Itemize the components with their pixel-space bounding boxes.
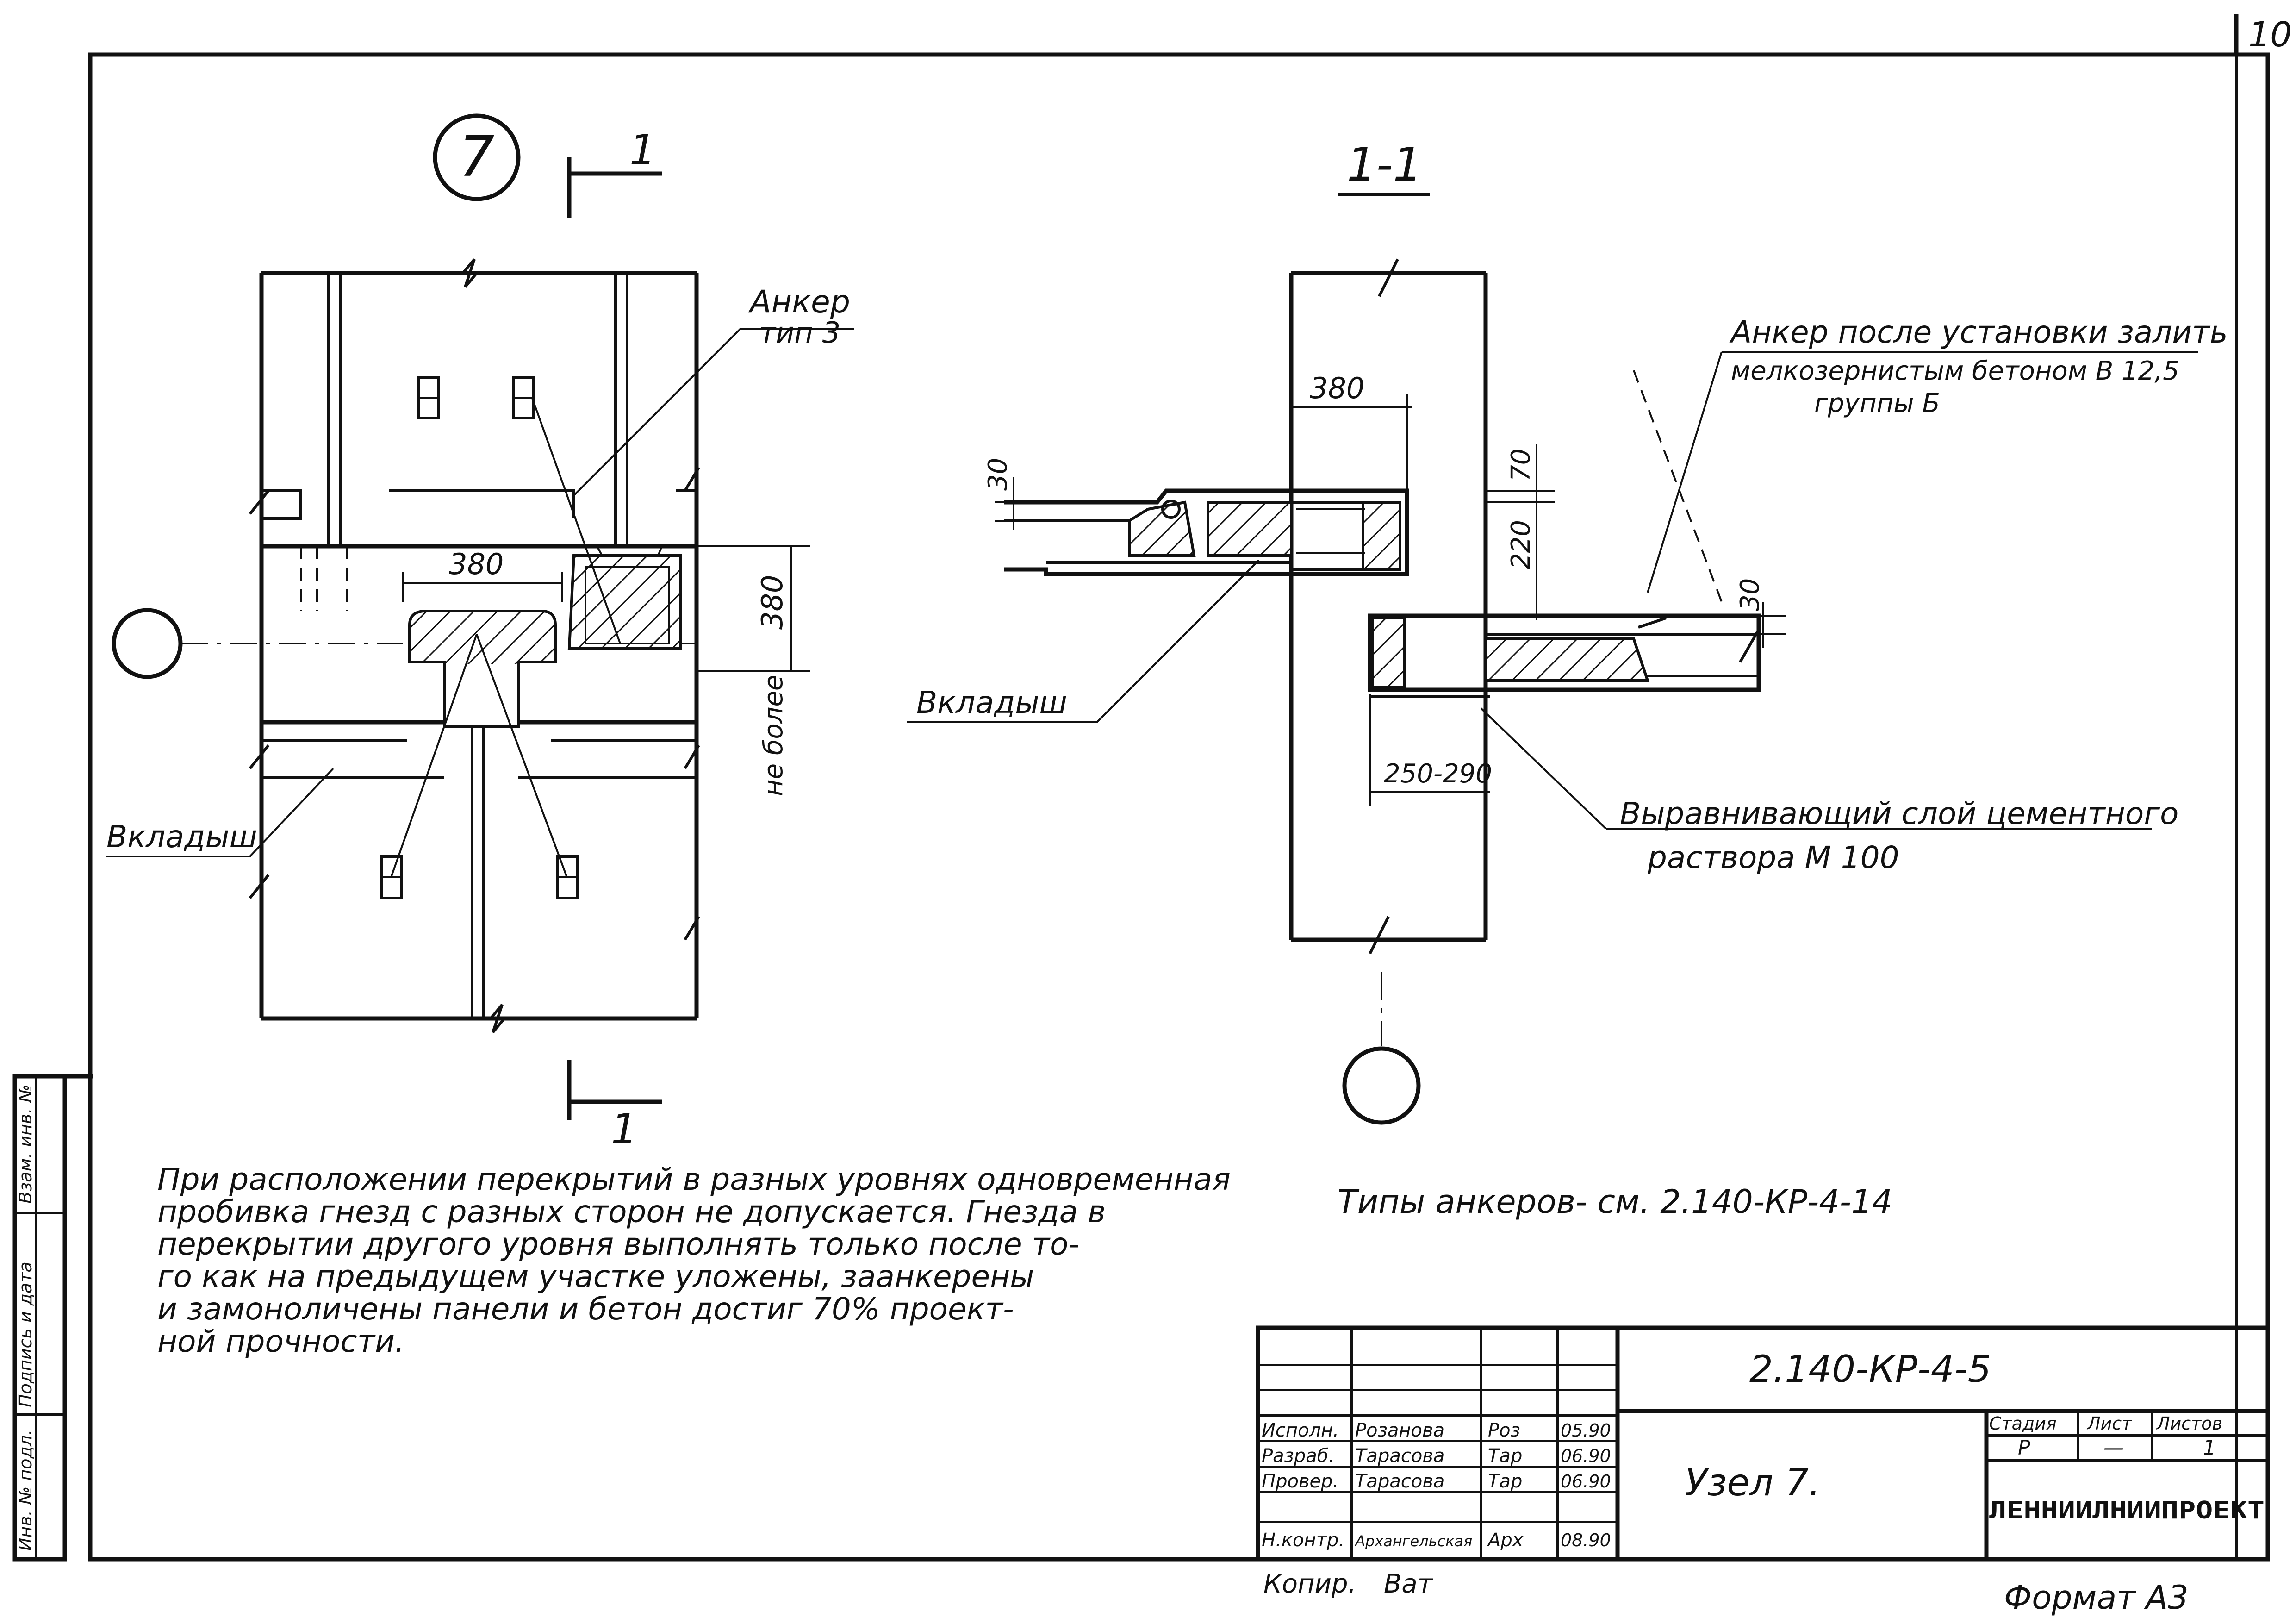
note-line-6: ной прочности. [157, 1324, 404, 1359]
dim-380-horizontal: 380 [402, 547, 563, 602]
sheet-frame: 10 [88, 14, 2292, 1562]
anchor-note-3: группы Б [1814, 388, 1940, 418]
row-2-name: Тарасова [1355, 1471, 1444, 1492]
doc-code: 2.140-КР-4-5 [1749, 1348, 1991, 1391]
stamp-sign-date: Подпись и дата [15, 1262, 36, 1407]
row-2-role: Провер. [1262, 1471, 1338, 1492]
svg-text:70: 70 [1506, 449, 1536, 481]
row-3-role: Н.контр. [1262, 1530, 1344, 1551]
svg-text:380: 380 [449, 547, 504, 581]
anchor-label: Анкер [748, 284, 850, 320]
anchor-note-2: мелкозернистым бетоном В 12,5 [1731, 356, 2179, 386]
note-line-5: и замоноличены панели и бетон достиг 70%… [157, 1291, 1014, 1327]
row-3-sign: Арх [1487, 1530, 1524, 1551]
sheet-header: Лист [2086, 1413, 2133, 1434]
dim-380-vertical: 380 не более [697, 545, 810, 796]
row-1-role: Разраб. [1262, 1445, 1334, 1467]
row-0-date: 05.90 [1561, 1420, 1611, 1441]
sheet-value: — [2103, 1436, 2124, 1460]
general-notes: При расположении перекрытий в разных уро… [157, 1162, 1892, 1359]
stage-value: Р [2018, 1436, 2030, 1460]
insert-label-plan: Вкладыш [106, 819, 257, 855]
svg-text:1: 1 [629, 126, 656, 175]
row-1-name: Тарасова [1355, 1445, 1444, 1467]
copied-sign: Ват [1384, 1569, 1433, 1599]
sheet-format: Формат А3 [2004, 1579, 2189, 1617]
node-mark: 7 [459, 125, 494, 189]
sheets-header: Листов [2156, 1413, 2222, 1434]
dim-70-220: 70 220 [1486, 444, 1555, 620]
row-0-name: Розанова [1355, 1420, 1444, 1441]
stamp-inv-orig: Инв. № подл. [15, 1430, 36, 1551]
section-view: 1-1 Выравнивающий слой цеме [907, 137, 2228, 1125]
axis-circle-plan [112, 608, 183, 679]
svg-text:220: 220 [1506, 520, 1536, 569]
dim-30-right: 30 [1735, 578, 1786, 648]
row-3-name: Архангельская [1354, 1532, 1472, 1550]
plan-view: 7 1 1 [106, 113, 854, 1154]
sheet-number: 10 [2248, 15, 2292, 55]
leveling-layer-label-2: раствора М 100 [1647, 840, 1899, 875]
side-stamp: Взам. инв. № Подпись и дата Инв. № подл. [12, 1074, 93, 1562]
dim-250-290: 250-290 [1369, 694, 1492, 806]
svg-text:250-290: 250-290 [1384, 759, 1492, 789]
note-line-3: перекрытии другого уровня выполнять толь… [157, 1226, 1079, 1262]
row-0-sign: Роз [1488, 1420, 1520, 1441]
note-line-1: При расположении перекрытий в разных уро… [157, 1162, 1231, 1197]
svg-text:380: 380 [755, 575, 789, 630]
row-1-sign: Тар [1488, 1445, 1522, 1467]
insert-label-section: Вкладыш [916, 685, 1067, 720]
row-2-sign: Тар [1488, 1471, 1522, 1492]
anchor-type-label: тип 3 [759, 316, 840, 350]
dim-380-section: 380 [1290, 371, 1412, 491]
title-block: Исполн. Розанова Роз 05.90 Разраб. Тарас… [1256, 1325, 2270, 1562]
dim-not-more: не более [759, 675, 789, 796]
copied-label: Копир. [1263, 1569, 1356, 1599]
row-3-date: 08.90 [1561, 1530, 1611, 1550]
dim-30-left: 30 [983, 458, 1046, 530]
anchor-types-ref: Типы анкеров- см. 2.140-КР-4-14 [1338, 1183, 1892, 1221]
stage-header: Стадия [1989, 1413, 2057, 1434]
anchor-note-1: Анкер после установки залить [1729, 314, 2228, 350]
svg-text:30: 30 [1735, 578, 1765, 611]
cut-mark-top: 1 [567, 126, 662, 218]
organization: ЛЕННИИЛНИИПРОЕКТ [1989, 1497, 2265, 1524]
section-title: 1-1 [1347, 137, 1422, 192]
anchor-leader [573, 328, 741, 496]
row-0-role: Исполн. [1262, 1420, 1339, 1441]
row-2-date: 06.90 [1561, 1471, 1611, 1492]
note-line-4: го как на предыдущем участке уложены, за… [157, 1259, 1034, 1294]
svg-text:30: 30 [983, 458, 1013, 491]
note-line-2: пробивка гнезд с разных сторон не допуск… [157, 1194, 1106, 1230]
leveling-layer-label-1: Выравнивающий слой цементного [1620, 796, 2178, 831]
row-1-date: 06.90 [1561, 1446, 1611, 1466]
cut-mark-bottom: 1 [567, 1060, 662, 1154]
drawing-title: Узел 7. [1685, 1461, 1820, 1504]
stamp-exchange-inv: Взам. инв. № [15, 1084, 36, 1204]
axis-circle-section [1342, 1046, 1421, 1125]
node-mark-circle [433, 113, 521, 201]
svg-text:380: 380 [1310, 371, 1364, 405]
sheets-value: 1 [2203, 1436, 2216, 1460]
svg-text:1: 1 [611, 1105, 637, 1154]
